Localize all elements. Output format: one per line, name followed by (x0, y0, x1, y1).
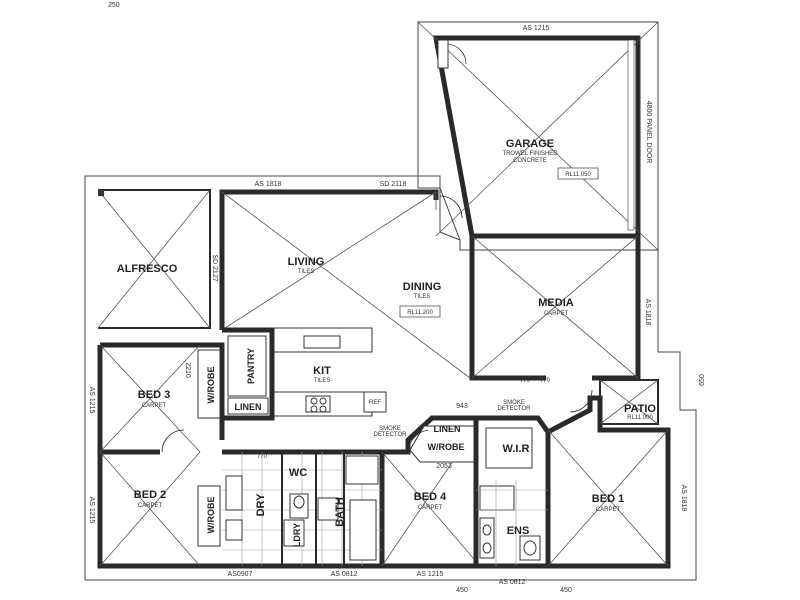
smoke1b: DETECTOR (374, 432, 408, 438)
wc-label: WC (289, 467, 307, 479)
bed3-room (97, 342, 225, 455)
bed4-finish: CARPET (418, 505, 443, 511)
bed3-label: BED 3 (138, 389, 170, 401)
wet-area (222, 449, 385, 569)
linen2-label: LINEN (434, 424, 461, 434)
house-outline (84, 175, 697, 581)
dim-450-a: 450 (456, 587, 468, 594)
ldry-label: DRY (255, 493, 267, 516)
garage-label: GARAGE (506, 138, 554, 150)
dining-finish: TILES (414, 294, 431, 300)
wrobe3-label: W/ROBE (428, 442, 465, 452)
bath-label: BATH (334, 497, 346, 527)
ens-label: ENS (507, 525, 530, 537)
living-finish: TILES (298, 269, 315, 275)
patio-label: PATIO (624, 403, 656, 415)
dim-2210: 2210 (184, 362, 191, 378)
bed4-room (381, 415, 481, 569)
garage-finish2: CONCRETE (513, 158, 547, 164)
smoke2b: DETECTOR (498, 406, 532, 412)
alfresco-area (97, 189, 211, 329)
bed4-label: BED 4 (414, 491, 447, 503)
dim-770-c: 770 (257, 454, 268, 460)
dining-rl-box (399, 305, 441, 318)
garage-rl: RL11.050 (565, 172, 591, 178)
dim-as1215-left: AS 1215 (88, 387, 95, 414)
wir-ens-area (473, 415, 551, 569)
linen1-label: LINEN (235, 402, 262, 412)
patio-rl: RL11.000 (627, 415, 653, 421)
dining-rl: RL11.200 (407, 310, 433, 316)
kitchen-area (222, 327, 387, 421)
pantry-label: PANTRY (246, 348, 256, 384)
dim-as0812-a: AS 0812 (331, 571, 358, 578)
garage-room (417, 21, 659, 251)
bed2-finish: CARPET (138, 503, 163, 509)
media-room (471, 233, 641, 381)
dim-450-b: 450 (560, 587, 572, 594)
dim-sd2118: SD 2118 (380, 181, 407, 188)
kit-finish: TILES (314, 378, 331, 384)
dim-770-a: 770 (520, 378, 531, 384)
dim-as1215-top: AS 1215 (523, 25, 550, 32)
wrobe2-label: W/ROBE (206, 497, 216, 534)
dim-2053: 2053 (436, 463, 452, 470)
linen-small-label: LDRY (292, 523, 302, 547)
top-dim: 250 (108, 2, 120, 9)
smoke2: SMOKE (503, 400, 525, 406)
alfresco-label: ALFRESCO (117, 263, 178, 275)
dim-770-b: 770 (540, 378, 551, 384)
dim-as1215-left2: AS 1215 (88, 497, 95, 524)
patio-area (599, 379, 659, 425)
media-finish: CARPET (544, 311, 569, 317)
living-label: LIVING (288, 256, 325, 268)
garage-finish: TROWEL FINISHED (502, 151, 558, 157)
bed2-room (97, 451, 222, 569)
dim-as1215-bottom: AS 1215 (417, 571, 444, 578)
dim-as1818-media: AS 1818 (644, 299, 651, 326)
dim-as0812-b: AS 0812 (499, 579, 526, 586)
dim-943: 943 (456, 403, 468, 410)
kit-label: KIT (313, 365, 331, 377)
dim-as0907: AS0907 (228, 571, 253, 578)
dim-as1818: AS 1818 (255, 181, 282, 188)
bed3-finish: CARPET (142, 403, 167, 409)
dining-label: DINING (403, 281, 442, 293)
smoke1: SMOKE (379, 426, 401, 432)
linen1-box (227, 397, 269, 415)
dim-650: 650 (699, 374, 706, 386)
dim-as1818-bed1: AS 1818 (680, 485, 687, 512)
wrobe1-label: W/ROBE (206, 367, 216, 404)
bed2-label: BED 2 (134, 489, 166, 501)
bed1-finish: CARPET (596, 507, 621, 513)
ref-label: REF (369, 400, 381, 406)
garage-rl-box (557, 167, 599, 180)
panel-door-label: 4800 PANEL DOOR (645, 101, 652, 164)
media-label: MEDIA (538, 297, 574, 309)
bed1-label: BED 1 (592, 493, 624, 505)
wir-label: W.I.R (503, 443, 530, 455)
dim-sd2127: SD 2127 (211, 254, 218, 281)
